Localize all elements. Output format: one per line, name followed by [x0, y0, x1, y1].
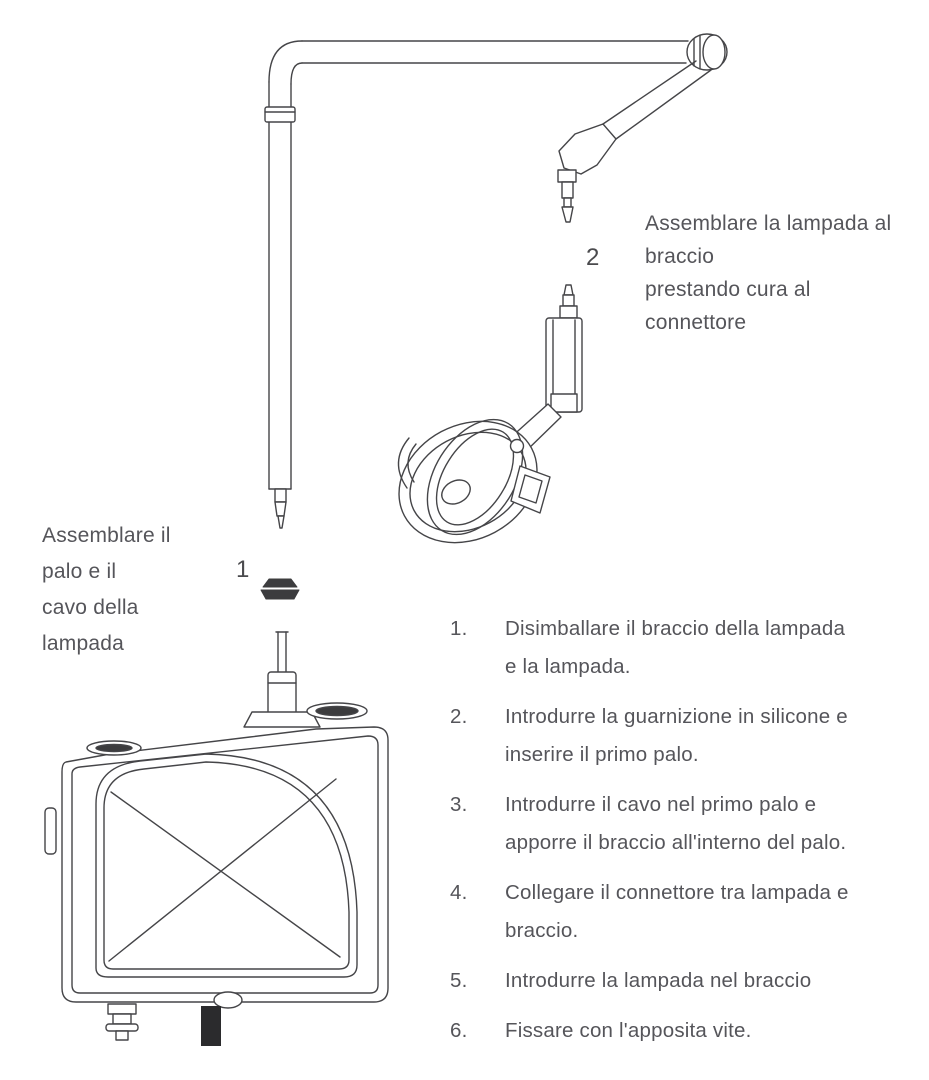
instruction-item: 2. Introdurre la guarnizione in silicone…	[450, 698, 924, 774]
dental-unit-drawing	[44, 631, 389, 1046]
instruction-item: 1. Disimballare il braccio della lampada…	[450, 610, 924, 686]
instruction-number: 2.	[450, 705, 468, 728]
instruction-list: 1. Disimballare il braccio della lampada…	[450, 610, 924, 1062]
note-pole-and-cable: Assemblare il palo e il cavo della lampa…	[42, 518, 252, 662]
instruction-text: Disimballare il braccio della lampada e …	[505, 610, 924, 686]
lamp-arm-drawing	[264, 33, 728, 529]
instruction-line: e la lampada.	[505, 655, 631, 678]
callout-number-2: 2	[586, 244, 600, 271]
note-line: palo e il	[42, 560, 117, 583]
instruction-text: Introdurre la guarnizione in silicone e …	[505, 698, 924, 774]
lamp-head-drawing	[397, 284, 583, 544]
silicone-gasket-drawing	[260, 578, 300, 600]
note-line: cavo della	[42, 596, 139, 619]
instruction-item: 3. Introdurre il cavo nel primo palo e a…	[450, 786, 924, 862]
note-line: Assemblare il	[42, 524, 171, 547]
note-lamp-to-arm: Assemblare la lampada al braccio prestan…	[645, 207, 929, 339]
instruction-line: Fissare con l'apposita vite.	[505, 1019, 752, 1042]
instruction-text: Introdurre la lampada nel braccio	[505, 962, 924, 1000]
instruction-number: 1.	[450, 617, 468, 640]
instruction-item: 5. Introdurre la lampada nel braccio	[450, 962, 924, 1000]
instruction-item: 4. Collegare il connettore tra lampada e…	[450, 874, 924, 950]
note-line: Assemblare la lampada al	[645, 212, 892, 235]
note-line: prestando cura al	[645, 278, 811, 301]
instruction-line: braccio.	[505, 919, 579, 942]
instruction-number: 6.	[450, 1019, 468, 1042]
instruction-number: 4.	[450, 881, 468, 904]
callout-number-1: 1	[236, 556, 250, 583]
instruction-line: Introdurre la lampada nel braccio	[505, 969, 812, 992]
instruction-text: Introdurre il cavo nel primo palo e appo…	[505, 786, 924, 862]
instruction-number: 3.	[450, 793, 468, 816]
instruction-text: Fissare con l'apposita vite.	[505, 1012, 924, 1050]
instruction-line: Introdurre la guarnizione in silicone e	[505, 705, 848, 728]
instruction-line: inserire il primo palo.	[505, 743, 699, 766]
instruction-line: Disimballare il braccio della lampada	[505, 617, 846, 640]
instruction-line: Introdurre il cavo nel primo palo e	[505, 793, 817, 816]
instruction-text: Collegare il connettore tra lampada e br…	[505, 874, 924, 950]
note-line: braccio	[645, 245, 715, 268]
note-line: lampada	[42, 632, 124, 655]
note-line: connettore	[645, 311, 747, 334]
instruction-line: Collegare il connettore tra lampada e	[505, 881, 849, 904]
instruction-number: 5.	[450, 969, 468, 992]
instruction-line: apporre il braccio all'interno del palo.	[505, 831, 847, 854]
instruction-item: 6. Fissare con l'apposita vite.	[450, 1012, 924, 1050]
